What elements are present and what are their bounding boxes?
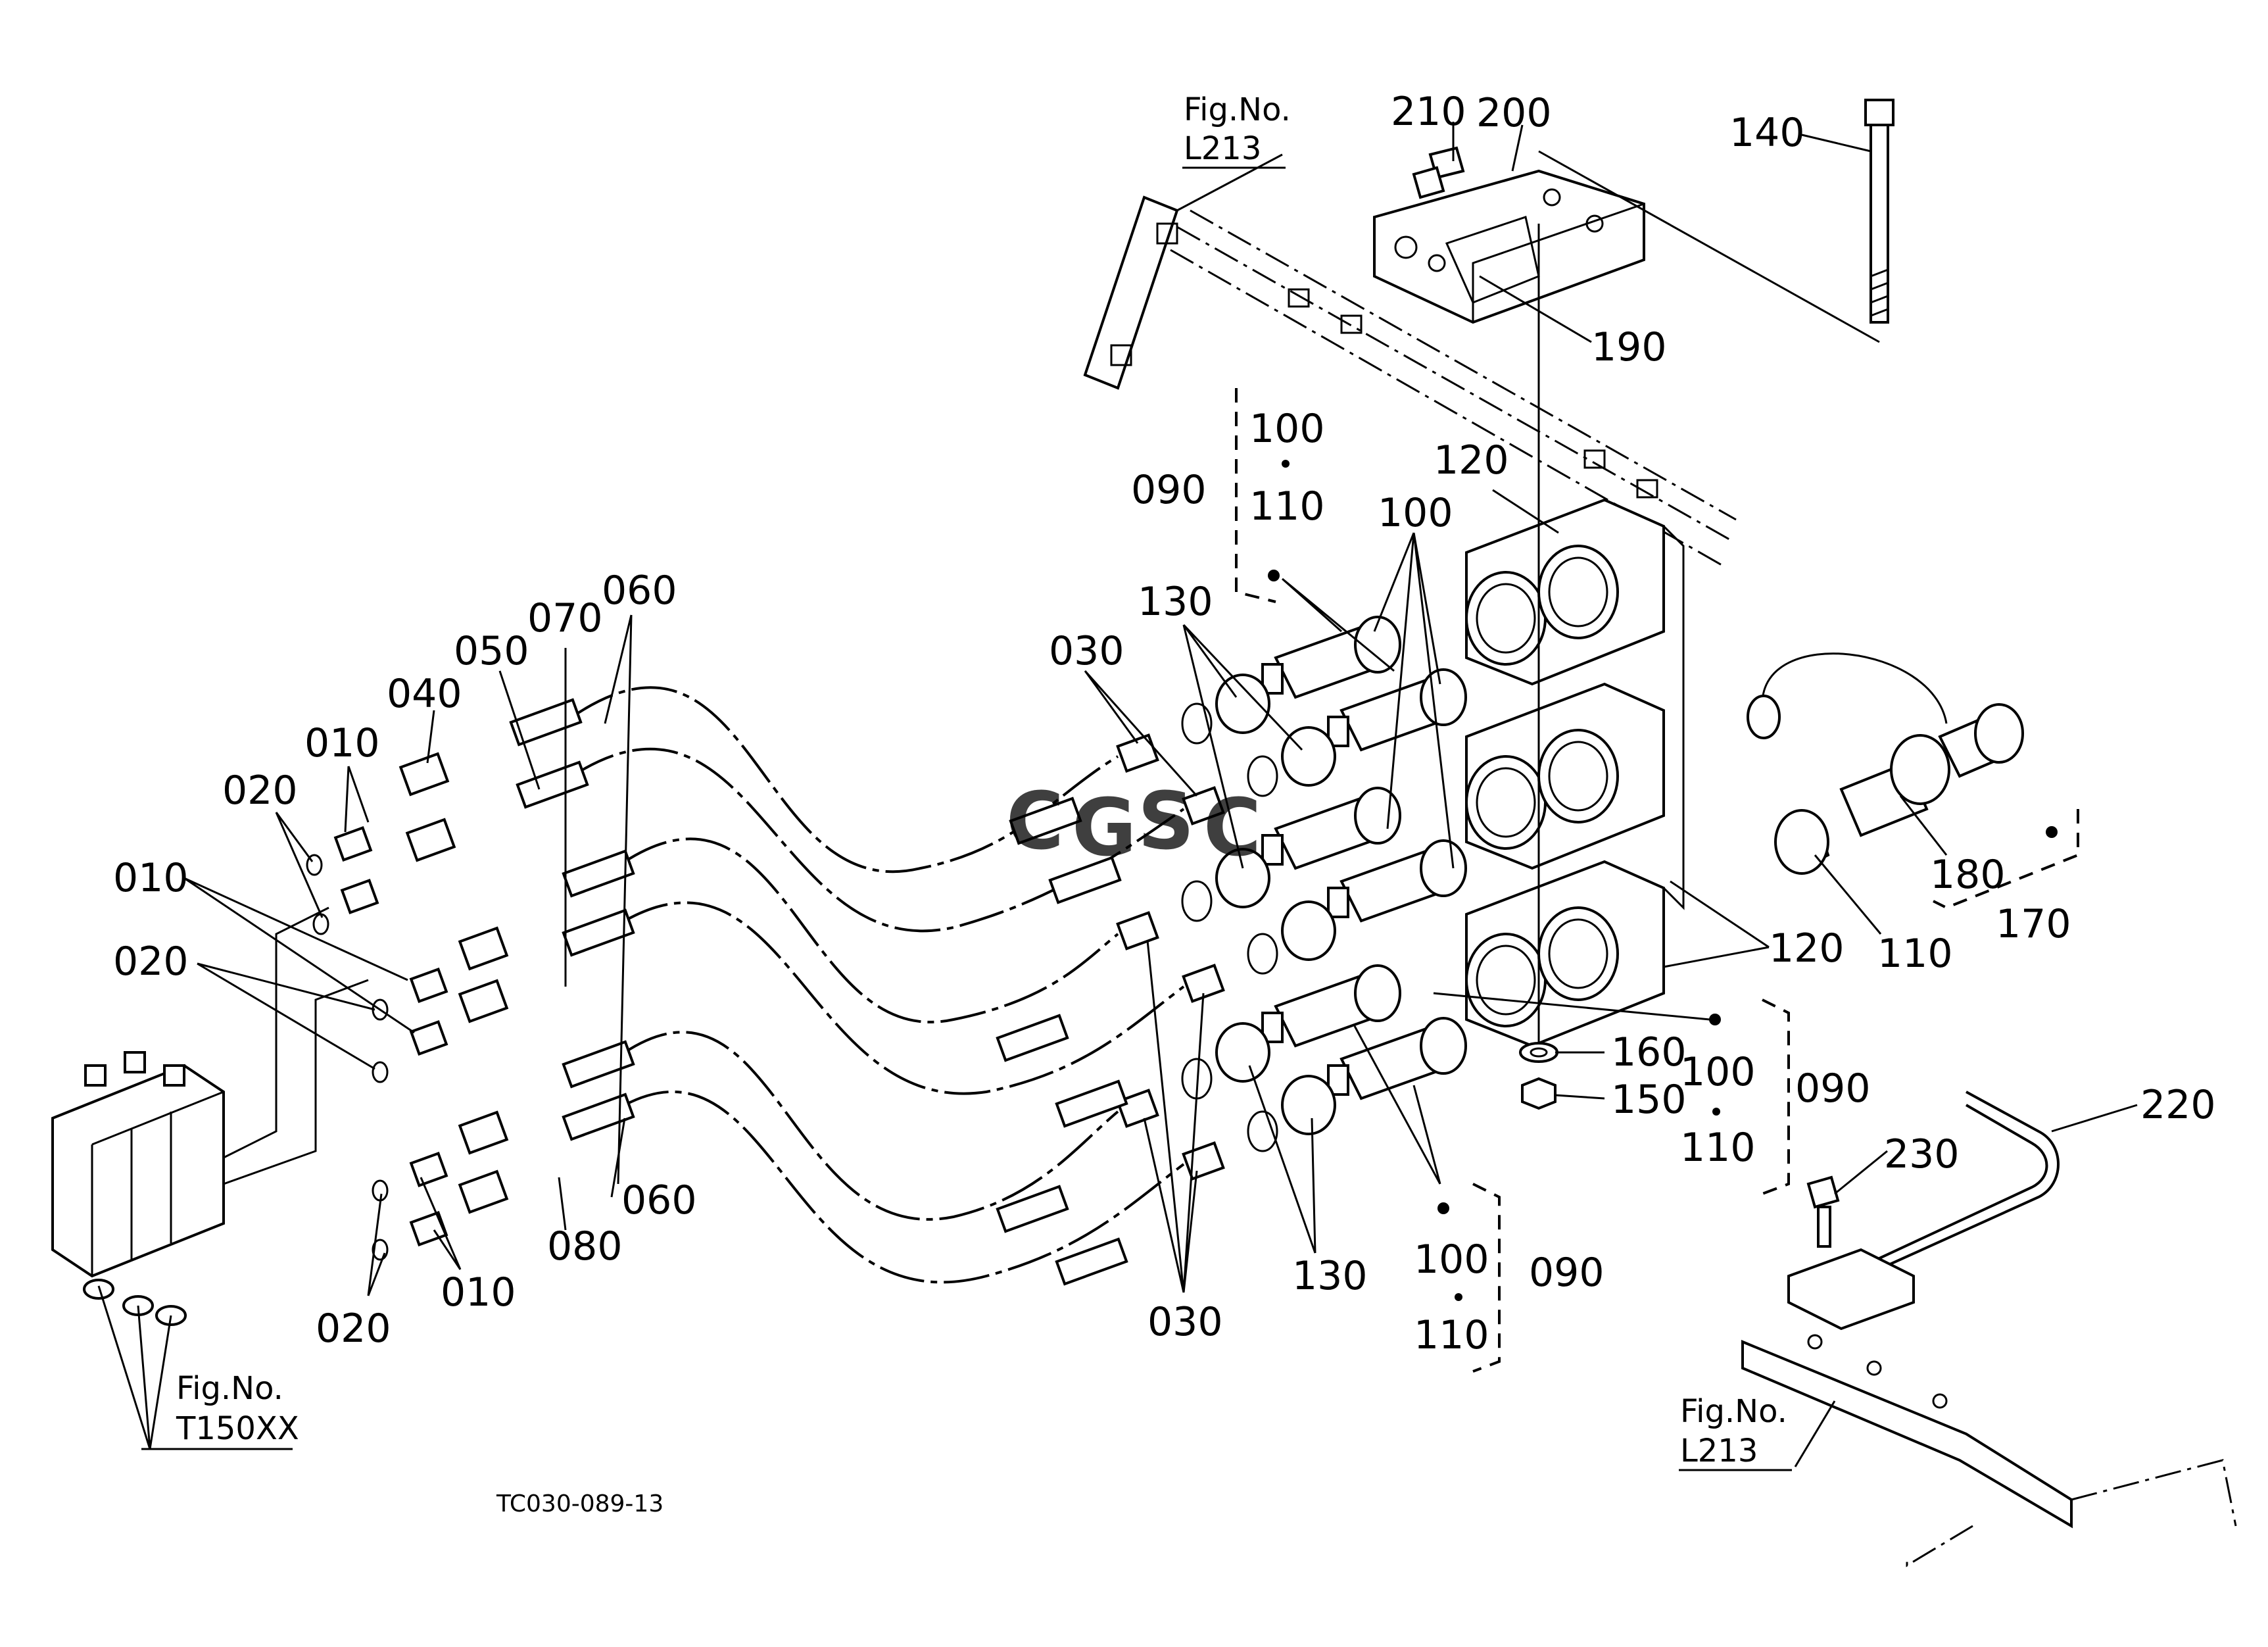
callout-labels: 210 200 140 190 120 100 110 090 100 130 …	[113, 89, 2216, 1358]
callout-180: 180	[1930, 852, 2006, 898]
callout-190: 190	[1591, 324, 1667, 370]
callout-030: 030	[1147, 1299, 1223, 1345]
washer-160	[1519, 1042, 1558, 1063]
coupler-100-6	[1327, 1017, 1467, 1100]
adapters-010	[333, 825, 448, 1247]
coupler-set-170	[1747, 652, 2024, 875]
callout-040: 040	[387, 671, 462, 717]
coupler-holder-lower	[1465, 860, 1665, 1048]
callout-100: 100	[1378, 490, 1453, 536]
coupler-100-3	[1261, 787, 1401, 870]
callout-020: 020	[316, 1306, 391, 1352]
svg-text:Fig.No.: Fig.No.	[1184, 91, 1291, 128]
callout-080: 080	[547, 1223, 623, 1269]
lever-220	[1834, 1091, 2060, 1291]
coupler-100-2	[1327, 668, 1467, 752]
bracket-plate	[1741, 1248, 2237, 1567]
callout-090: 090	[1131, 467, 1207, 513]
callout-090: 090	[1795, 1066, 1871, 1112]
adapters-030	[1116, 733, 1225, 1181]
svg-text:S: S	[1138, 776, 1194, 868]
callout-210: 210	[1391, 89, 1466, 135]
callout-150: 150	[1611, 1077, 1687, 1123]
callout-060: 060	[621, 1177, 697, 1223]
callout-110: 110	[1877, 931, 1953, 977]
figure-ref-bottom: Fig.No. L213	[1679, 1393, 1792, 1471]
bolt-230	[1806, 1175, 1840, 1248]
hoses	[509, 686, 1185, 1286]
callout-010: 010	[304, 720, 380, 766]
group-brackets	[1235, 388, 2079, 1373]
callout-020: 020	[113, 939, 189, 985]
o-rings-020	[306, 854, 389, 1261]
diagram-code: TC030-089-13	[496, 1490, 664, 1517]
figure-ref-top: Fig.No. L213	[1182, 91, 1291, 169]
callout-140: 140	[1729, 110, 1805, 156]
callout-010: 010	[113, 855, 189, 901]
callout-110: 110	[1680, 1125, 1756, 1171]
bolt-210	[1412, 146, 1465, 199]
control-valve	[51, 906, 369, 1326]
callout-060: 060	[602, 568, 677, 614]
callout-130: 130	[1138, 579, 1213, 625]
watermark-logo: C G S C	[1006, 776, 1261, 874]
callout-130: 130	[1292, 1253, 1368, 1299]
callout-110: 110	[1414, 1312, 1489, 1358]
coupler-100-4	[1327, 839, 1467, 923]
callout-070: 070	[527, 595, 603, 641]
callout-010: 010	[441, 1269, 516, 1315]
callout-170: 170	[1996, 901, 2071, 947]
svg-text:C: C	[1006, 776, 1064, 868]
svg-text:T150XX: T150XX	[176, 1410, 299, 1447]
figure-ref-valve: Fig.No. T150XX	[97, 1285, 299, 1450]
callout-030: 030	[1049, 628, 1124, 674]
callout-200: 200	[1476, 90, 1552, 136]
callout-020: 020	[222, 768, 298, 814]
holder-backplate	[1662, 525, 1685, 910]
group-dots	[1268, 460, 2058, 1301]
callout-110: 110	[1249, 483, 1325, 529]
svg-text:C: C	[1203, 783, 1261, 874]
bolt-140	[1538, 99, 1894, 343]
coupler-100-1	[1261, 616, 1401, 699]
coupler-holder-middle	[1465, 682, 1665, 870]
callout-230: 230	[1884, 1131, 1960, 1177]
callout-050: 050	[454, 628, 529, 674]
coupler-holder-upper	[1465, 498, 1665, 686]
callout-120: 120	[1769, 925, 1845, 971]
nut-150	[1521, 1077, 1556, 1110]
hose-fittings-left	[398, 752, 509, 1214]
leader-lines	[183, 122, 2138, 1467]
svg-text:L213: L213	[1184, 130, 1261, 167]
dust-caps-130	[1181, 674, 1336, 1152]
callout-100: 100	[1249, 406, 1325, 452]
top-rail	[1083, 195, 1737, 567]
callout-120: 120	[1434, 437, 1509, 483]
svg-text:Fig.No.: Fig.No.	[176, 1370, 283, 1407]
callout-090: 090	[1529, 1250, 1604, 1296]
callout-100: 100	[1680, 1049, 1756, 1095]
svg-text:G: G	[1072, 783, 1137, 874]
svg-text:Fig.No.: Fig.No.	[1680, 1393, 1787, 1430]
callout-220: 220	[2140, 1082, 2216, 1128]
coupler-100-5	[1261, 964, 1401, 1048]
callout-100: 100	[1414, 1237, 1489, 1283]
callout-160: 160	[1611, 1029, 1687, 1075]
svg-text:L213: L213	[1680, 1433, 1758, 1469]
bracket-200	[1373, 169, 1645, 324]
